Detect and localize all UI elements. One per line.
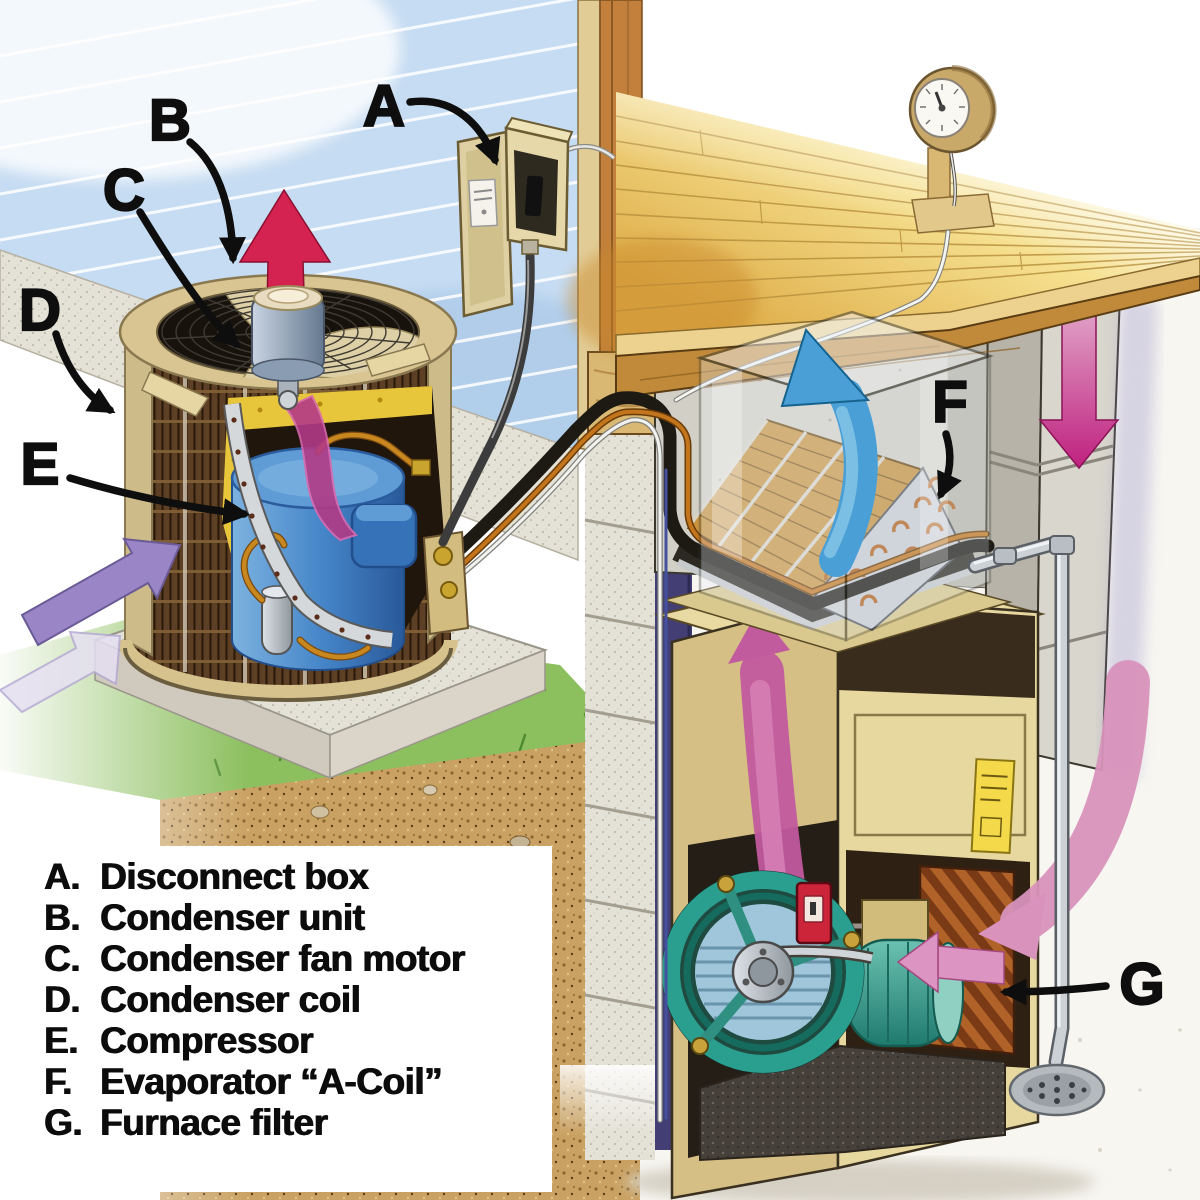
control-wire-white [448,418,662,1122]
callout-e: E [21,432,60,497]
leader-arrow-f [937,430,962,500]
callout-g: G [1119,952,1164,1017]
furnace-label-sticker [970,758,1016,855]
callout-letters: A B C D E F G [18,73,1166,1018]
suction-line-insulated [441,391,995,611]
legend-item-evaporator-a-coil: F. Evaporator “A-Coil” [44,1061,552,1102]
legend-label: Condenser fan motor [100,938,465,979]
thermostat-post [927,147,951,205]
disconnect-door-label [468,178,498,228]
legend-letter: D. [44,979,81,1020]
refrigerant-lines [441,229,995,1123]
leader-arrow-e [66,474,251,526]
legend-label: Condenser unit [100,897,365,938]
foundation-block-column [560,430,680,1160]
leader-arrow-a [406,97,501,166]
callout-a: A [363,74,405,139]
condensate-drain-pipe [967,535,1075,1070]
callout-f: F [932,370,967,435]
legend-letter: G. [44,1102,83,1143]
disconnect-switch-handle [524,175,544,217]
accumulator [261,591,293,655]
legend-item-disconnect-box: A. Disconnect box [44,856,552,897]
legend-label: Furnace filter [100,1102,328,1143]
callout-d: D [19,278,61,343]
basement-floor-speckle [658,1028,1182,1182]
leader-arrow-c [136,208,241,349]
legend-label: Condenser coil [100,979,361,1020]
furnace-access-panel [853,713,1027,837]
legend-item-compressor: E. Compressor [44,1020,552,1061]
callout-leader-arrows [52,97,1110,1006]
legend-label: Compressor [100,1020,313,1061]
legend-label: Evaporator “A-Coil” [100,1061,443,1102]
condenser-base-rim [118,639,458,699]
service-valves [422,530,470,636]
legend-item-furnace-filter: G. Furnace filter [44,1102,552,1143]
legend-item-condenser-coil: D. Condenser coil [44,979,552,1020]
condenser-fan-motor [251,285,325,410]
coil-plenum-glass [695,310,995,642]
furnace-cabinet [654,564,1046,1200]
furnace-base-platform [699,1044,1006,1162]
thermostat [908,65,997,234]
intake-air-arrow [0,537,182,714]
leader-arrow-d [52,330,116,414]
leader-arrow-g [999,978,1110,1006]
legend-label: Disconnect box [100,856,369,897]
legend-panel: A. Disconnect box B. Condenser unit C. C… [24,846,552,1192]
legend-letter: E. [44,1020,78,1061]
legend-letter: C. [44,938,81,979]
return-air-arrow [1038,301,1120,470]
callout-b: B [149,88,191,153]
return-airflow-band [978,660,1150,960]
warm-air-swirl [284,394,358,542]
legend-item-condenser-unit: B. Condenser unit [44,897,552,938]
floor-drain [1008,1063,1106,1117]
service-switch [795,881,833,945]
power-conduit [438,251,535,547]
callout-c: C [103,158,145,223]
legend-letter: B. [44,897,81,938]
cool-air-arrow [780,328,878,577]
leader-arrow-b [186,138,246,265]
legend-item-condenser-fan-motor: C. Condenser fan motor [44,938,552,979]
liquid-line-copper [450,409,988,594]
thermostat-base-block [911,193,995,234]
legend-letter: A. [44,856,81,897]
legend-letter: F. [44,1061,72,1102]
disconnect-box [438,116,616,547]
